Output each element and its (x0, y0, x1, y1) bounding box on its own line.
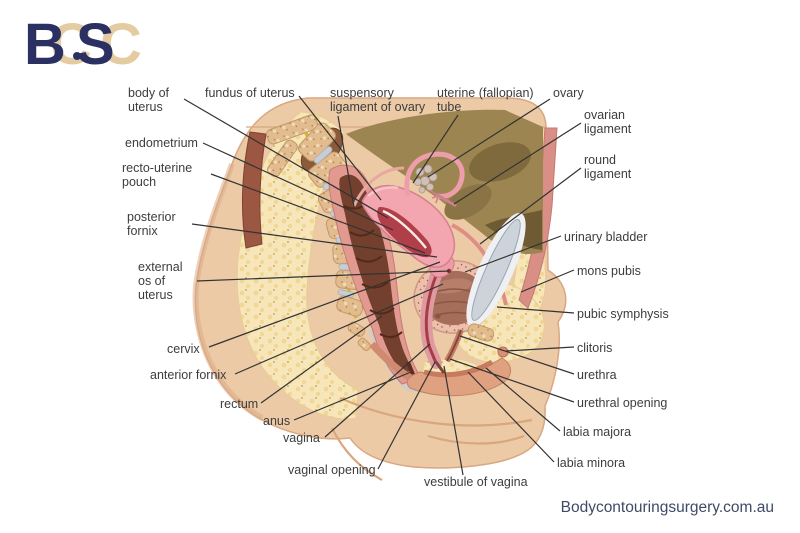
label-vagina: vagina (283, 431, 320, 445)
leader-clitoris (505, 346, 575, 352)
logo-letter-c2: C (100, 12, 142, 77)
label-posterior-fornix: posterior fornix (127, 210, 176, 239)
label-external-os: external os of uterus (138, 260, 183, 303)
bcs-logo: C C B S (24, 14, 154, 80)
labia-minora-fold (423, 359, 494, 378)
label-mons-pubis: mons pubis (577, 264, 641, 278)
leader-anus (293, 371, 412, 421)
leader-ovary (427, 98, 551, 178)
label-cervix: cervix (167, 342, 200, 356)
leader-anterior-fornix (234, 283, 444, 375)
leader-lines (183, 95, 582, 476)
website-watermark: Bodycontouringsurgery.com.au (560, 499, 774, 516)
leader-fundus-of-uterus (298, 95, 382, 201)
urethra-canal (444, 328, 464, 363)
label-ovarian-ligament: ovarian ligament (584, 108, 632, 137)
fallopian-tube-shape (404, 151, 465, 199)
leader-round-ligament (479, 167, 582, 245)
leader-posterior-fornix (191, 223, 438, 258)
leader-recto-uterine-pouch (210, 173, 426, 254)
leader-labia-minora (467, 371, 555, 463)
label-vestibule-of-vagina: vestibule of vagina (424, 475, 528, 489)
leader-pubic-symphysis (496, 306, 575, 314)
ovary-cluster (414, 164, 438, 194)
vestibule-slit (434, 361, 446, 374)
leader-suspensory-ligament (337, 115, 355, 208)
label-urethra: urethra (577, 368, 617, 382)
leader-rectum (260, 315, 383, 404)
label-pubic-symphysis: pubic symphysis (577, 307, 669, 321)
pubic-symphysis-structure (466, 212, 526, 342)
leader-external-os (196, 270, 450, 282)
label-rectum: rectum (220, 397, 259, 411)
label-labia-minora: labia minora (557, 456, 626, 470)
ovarian-ligament-strand (435, 192, 457, 208)
label-labia-majora: labia majora (563, 425, 632, 439)
logo-letter-s: S (76, 12, 115, 77)
leader-urethral-opening (449, 358, 575, 403)
label-endometrium: endometrium (125, 136, 198, 150)
label-uterine-tube: uterine (fallopian) tube (437, 86, 534, 115)
label-ovary: ovary (553, 86, 584, 100)
logo-dot (73, 52, 81, 60)
logo-letter-c1: C (50, 12, 92, 77)
leader-urinary-bladder (464, 235, 562, 273)
label-fundus-of-uterus: fundus of uterus (205, 86, 295, 100)
label-vaginal-opening: vaginal opening (288, 463, 376, 477)
vagina-canal (420, 267, 443, 369)
label-round-ligament: round ligament (584, 153, 632, 182)
label-urethral-opening: urethral opening (577, 396, 668, 410)
leader-labia-majora (485, 367, 561, 432)
vulva (406, 346, 511, 397)
label-urinary-bladder: urinary bladder (564, 230, 648, 244)
leader-body-of-uterus (183, 98, 389, 219)
leader-vagina (324, 343, 431, 438)
logo-letter-b: B (24, 12, 66, 77)
label-suspensory-ligament: suspensory ligament of ovary (330, 86, 426, 115)
adnexa (352, 151, 465, 208)
leader-urethra (459, 335, 575, 375)
label-clitoris: clitoris (577, 341, 613, 355)
leader-cervix (208, 261, 441, 348)
label-body-of-uterus: body of uterus (128, 86, 170, 115)
leader-endometrium (202, 142, 394, 231)
label-anus: anus (263, 414, 291, 428)
leader-ovarian-ligament (453, 122, 582, 205)
label-recto-uterine-pouch: recto-uterine pouch (122, 161, 193, 190)
leader-vestibule (443, 365, 464, 476)
leader-mons-pubis (520, 269, 575, 293)
label-anterior-fornix: anterior fornix (150, 368, 227, 382)
skin-creases (331, 396, 533, 481)
leader-uterine-tube (412, 114, 459, 184)
leader-vaginal-opening (377, 361, 436, 470)
